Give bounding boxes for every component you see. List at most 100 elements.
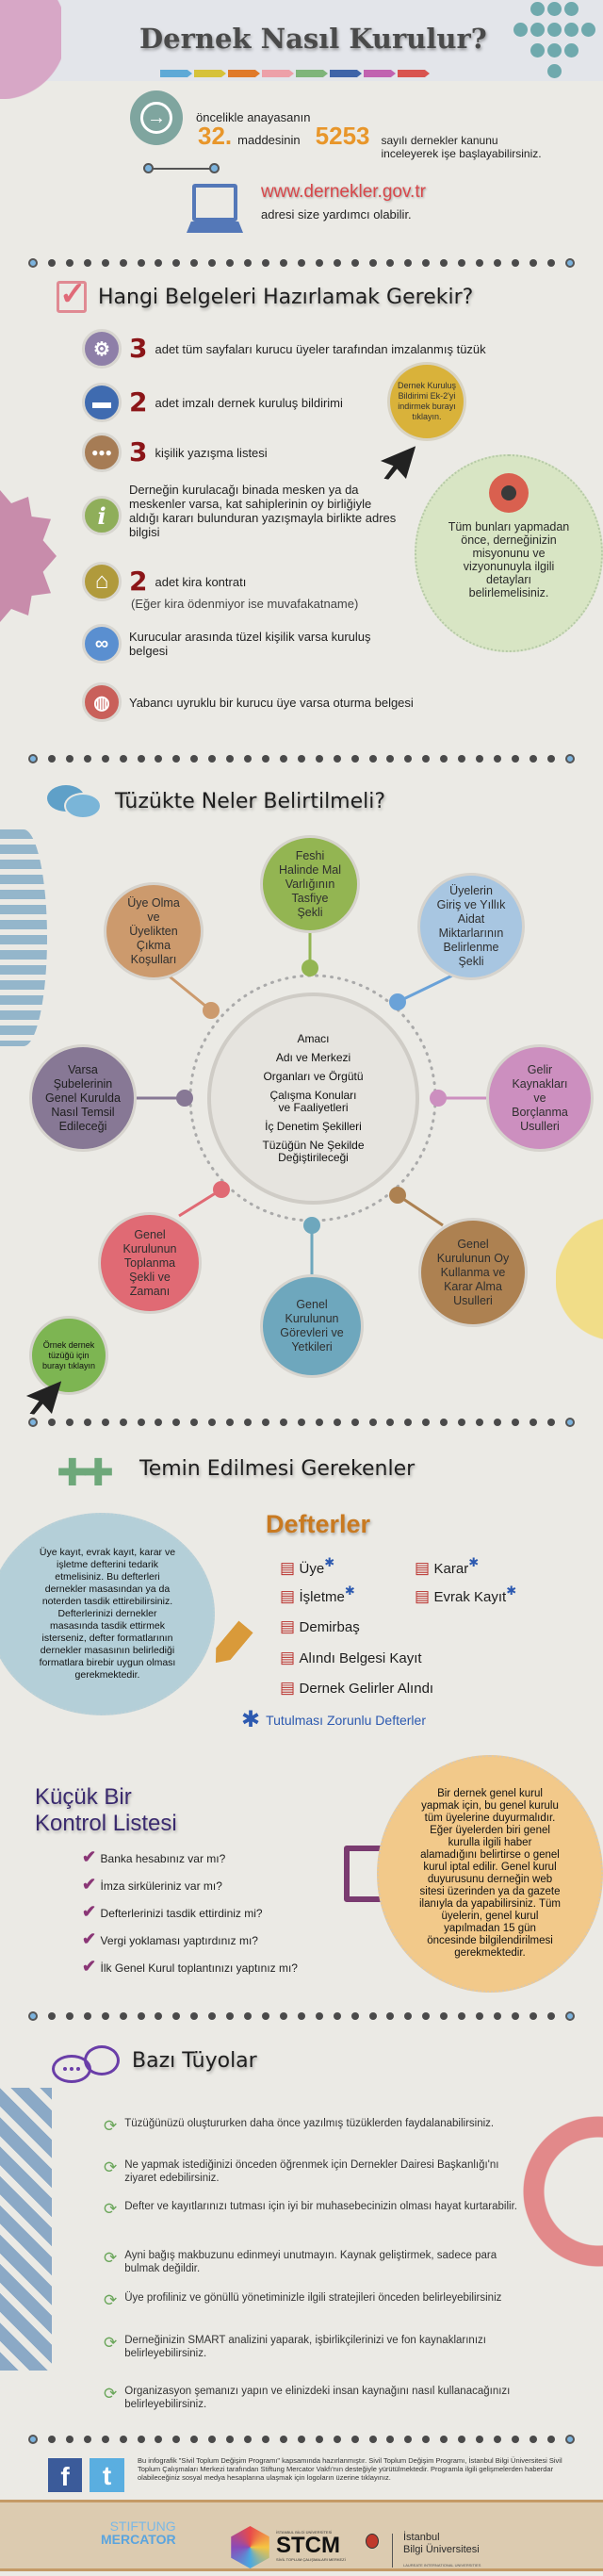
divider-dot (440, 2012, 448, 2020)
divider-dot (208, 2012, 217, 2020)
blue-diagonal-decor (0, 2088, 52, 2371)
divider-dot (101, 1419, 109, 1426)
checkmark-icon: ✔ (82, 1902, 97, 1921)
tip-text: Ayni bağış makbuzunu edinmeyi unutmayın.… (124, 2250, 497, 2274)
divider-dot (458, 2012, 466, 2020)
facebook-button[interactable]: f (48, 2458, 82, 2492)
books-title: Defterler (266, 1510, 371, 1538)
statute-center-item: Organları ve Örgütü (263, 1070, 364, 1083)
recycle-icon: ⟳ (104, 2117, 118, 2135)
briefcase-icon: ▬ (82, 383, 122, 422)
divider-dot (493, 1419, 501, 1426)
divider-dot (386, 2436, 395, 2443)
divider-dot (244, 755, 253, 763)
website-link[interactable]: www.dernekler.gov.tr (261, 182, 426, 202)
tip-text: Derneğinizin SMART analizini yaparak, iş… (124, 2335, 486, 2359)
twitter-button[interactable]: t (90, 2458, 124, 2492)
arrow-segment (398, 70, 430, 77)
book-icon: ▤ (280, 1679, 296, 1697)
tip-text: Organizasyon şemanızı yapın ve elinizdek… (124, 2386, 511, 2410)
law-text-line: inceleyerek işe başlayabilirsiniz. (381, 147, 542, 160)
required-legend-text: Tutulması Zorunlu Defterler (266, 1712, 426, 1728)
statute-center-item: Amacı (297, 1032, 330, 1045)
pink-decor-circle (0, 0, 61, 99)
arrow-segment (364, 70, 396, 77)
checklist-item-text: İmza sirküleriniz var mı? (100, 1879, 222, 1893)
book-label: Üye (299, 1561, 325, 1577)
connector-line (397, 1193, 444, 1227)
recycle-icon: ⟳ (104, 2158, 118, 2176)
divider-dot (404, 2012, 413, 2020)
divider-dot (350, 755, 359, 763)
statute-connectors (137, 931, 486, 1274)
statute-bubble-dissolution: Feshi Halinde Mal Varlığının Tasfiye Şek… (260, 835, 360, 933)
books-info: Üye kayıt, evrak kayıt, karar ve işletme… (0, 1513, 215, 1715)
tip-item: ⟳Ayni bağış makbuzunu edinmeyi unutmayın… (104, 2249, 520, 2275)
divider-dot (440, 755, 448, 763)
tip-item: ⟳Üye profiliniz ve gönüllü yönetiminizle… (104, 2291, 520, 2310)
logo-text: SİVİL TOPLUM ÇALIŞMALARI MERKEZİ (276, 2557, 346, 2562)
document-text: adet kira kontratı (155, 574, 247, 589)
speech-bubbles-icon (47, 785, 104, 823)
divider-dot (458, 259, 466, 267)
book-label: İşletme (299, 1589, 345, 1605)
divider-dot (119, 259, 127, 267)
document-text: Derneğin kurulacağı binada mesken ya da … (129, 483, 397, 539)
divider-dot (261, 2012, 269, 2020)
footer-text: Bu infografik "Sivil Toplum Değişim Prog… (138, 2456, 562, 2482)
divider-dot (119, 2012, 127, 2020)
arrow-right-icon: → (130, 90, 183, 145)
logo-text: LAUREATE INTERNATIONAL UNIVERSITIES (403, 2563, 481, 2568)
divider-dot (65, 2436, 73, 2443)
law-text-line: sayılı dernekler kanunu (381, 134, 498, 147)
checklist-item: ✔ İlk Genel Kurul toplantınızı yaptınız … (82, 1957, 298, 1977)
book-label: Demirbaş (299, 1619, 360, 1635)
divider-dot (101, 2436, 109, 2443)
divider-dot (440, 1419, 448, 1426)
book-item: ▤ Demirbaş (280, 1617, 360, 1636)
divider-dot (172, 755, 181, 763)
document-text: kişilik yazışma listesi (155, 445, 268, 460)
document-text: Yabancı uyruklu bir kurucu üye varsa otu… (129, 695, 414, 710)
divider-dot (564, 258, 575, 268)
general-assembly-note: Bir dernek genel kurul yapmak için, bu g… (377, 1755, 603, 1993)
divider-dot (404, 2436, 413, 2443)
divider-dot (546, 2436, 555, 2443)
divider-dot (297, 755, 305, 763)
checkmark-icon: ✔ (82, 1929, 97, 1948)
divider-dot (83, 2012, 91, 2020)
required-asterisk-icon: ✱ (468, 1555, 480, 1569)
statute-center-item: Çalışma Konuları ve Faaliyetleri (269, 1089, 357, 1114)
books-info-text: Üye kayıt, evrak kayıt, karar ve işletme… (39, 1547, 176, 1681)
location-pin-icon (489, 473, 529, 513)
download-declaration-button[interactable]: Dernek Kuruluş Bildirimi Ek-2'yi indirme… (387, 362, 466, 441)
document-item: ◍ Yabancı uyruklu bir kurucu üye varsa o… (82, 682, 414, 722)
connector-dot (389, 1187, 406, 1204)
divider-dot (529, 755, 537, 763)
divider-dot (83, 755, 91, 763)
divider-dot (350, 259, 359, 267)
connector (149, 168, 213, 170)
document-count: 3 (129, 333, 148, 364)
divider-dot (261, 259, 269, 267)
statute-bubble-income: Gelir Kaynakları ve Borçlanma Usulleri (486, 1044, 594, 1152)
recycle-icon: ⟳ (104, 2200, 118, 2218)
checkmark-icon: ✔ (82, 1847, 97, 1866)
divider-dot (476, 2012, 484, 2020)
divider-dot (546, 2012, 555, 2020)
divider-dot (404, 259, 413, 267)
teal-dot (547, 64, 562, 78)
recycle-icon: ⟳ (104, 2385, 118, 2403)
bilgi-emblem-icon (366, 2534, 379, 2549)
mission-note-text: Tüm bunları yapmadan önce, derneğinizin … (448, 520, 570, 599)
book-label: Alındı Belgesi Kayıt (299, 1650, 422, 1666)
tip-text: Tüzüğünüzü oluştururken daha önce yazılm… (124, 2118, 495, 2129)
dot-divider (28, 258, 575, 268)
divider-dot (226, 2436, 235, 2443)
divider-dot (511, 259, 519, 267)
intro-numbers-row: 32. maddesinin 5253 sayılı dernekler kan… (198, 123, 542, 160)
sample-statute-button[interactable]: Örnek dernek tüzüğü için burayı tıklayın (29, 1316, 108, 1395)
divider-dot (333, 1419, 341, 1426)
